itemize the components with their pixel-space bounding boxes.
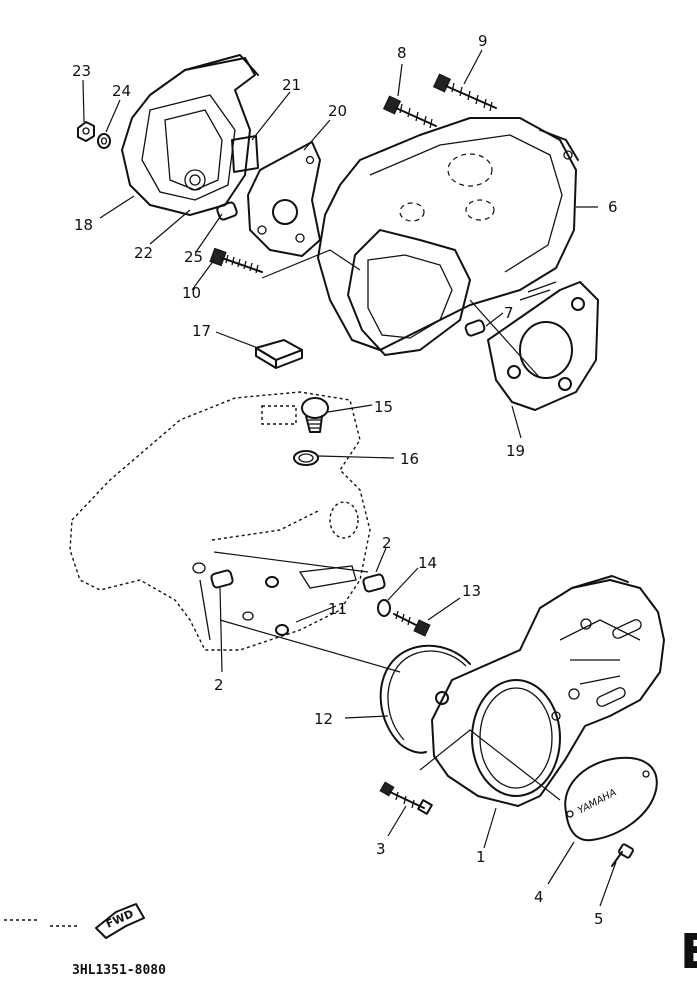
part-20-gasket <box>247 141 321 257</box>
callout-18: 18 <box>74 216 93 234</box>
page-letter: E <box>680 924 697 980</box>
callout-17: 17 <box>192 322 211 340</box>
part-2-dowel-left <box>192 562 234 589</box>
part-1-clutch-cover <box>431 575 665 807</box>
callout-23: 23 <box>72 62 91 80</box>
cover-logo-text: YAMAHA <box>576 787 618 817</box>
part-10-bolt <box>209 247 263 274</box>
part-14-washer <box>377 599 391 617</box>
callout-13: 13 <box>462 582 481 600</box>
callout-2-left: 2 <box>214 676 224 694</box>
part-25-dowel <box>216 201 238 221</box>
part-9-bolt <box>432 73 497 112</box>
part-15-plug <box>301 397 329 433</box>
leader-lines <box>82 49 617 907</box>
callout-5: 5 <box>594 910 604 928</box>
fwd-arrow: FWD <box>4 903 145 939</box>
part-8-bolt <box>382 95 437 129</box>
part-16-oring <box>293 450 319 466</box>
part-21-pad <box>231 135 259 173</box>
callout-1: 1 <box>476 848 486 866</box>
callout-19: 19 <box>506 442 525 460</box>
callout-3: 3 <box>376 840 386 858</box>
callout-12: 12 <box>314 710 333 728</box>
part-19-gasket <box>487 281 599 411</box>
callout-9: 9 <box>478 32 488 50</box>
part-4-yamaha-cover: YAMAHA <box>564 756 658 842</box>
callout-4: 4 <box>534 888 544 906</box>
part-23-nut <box>77 121 95 142</box>
callout-16: 16 <box>400 450 419 468</box>
part-17-filter <box>255 339 303 369</box>
callout-8: 8 <box>397 44 407 62</box>
part-7-dowel <box>464 319 486 337</box>
callout-11: 11 <box>328 600 347 618</box>
callout-2-right: 2 <box>382 534 392 552</box>
callout-15: 15 <box>374 398 393 416</box>
part-5-screw <box>611 843 634 867</box>
part-2-dowel-right <box>362 573 386 593</box>
callout-6: 6 <box>608 198 618 216</box>
callout-20: 20 <box>328 102 347 120</box>
callout-25: 25 <box>184 248 203 266</box>
part-3-screw <box>379 781 433 815</box>
callout-10: 10 <box>182 284 201 302</box>
part-18-housing <box>121 54 259 216</box>
callout-24: 24 <box>112 82 131 100</box>
callout-22: 22 <box>134 244 153 262</box>
callout-7: 7 <box>504 304 514 322</box>
callout-14: 14 <box>418 554 437 572</box>
part-13-bolt <box>393 610 431 637</box>
callout-labels: 23 24 18 21 20 22 25 10 8 9 6 7 19 17 15… <box>72 32 618 928</box>
part-code: 3HL1351-8080 <box>72 963 166 978</box>
engine-outline <box>69 391 371 651</box>
callout-21: 21 <box>282 76 301 94</box>
part-6-crankcase-cover <box>317 117 579 356</box>
part-12-seal-ring <box>379 644 471 754</box>
part-24-washer <box>97 133 111 149</box>
